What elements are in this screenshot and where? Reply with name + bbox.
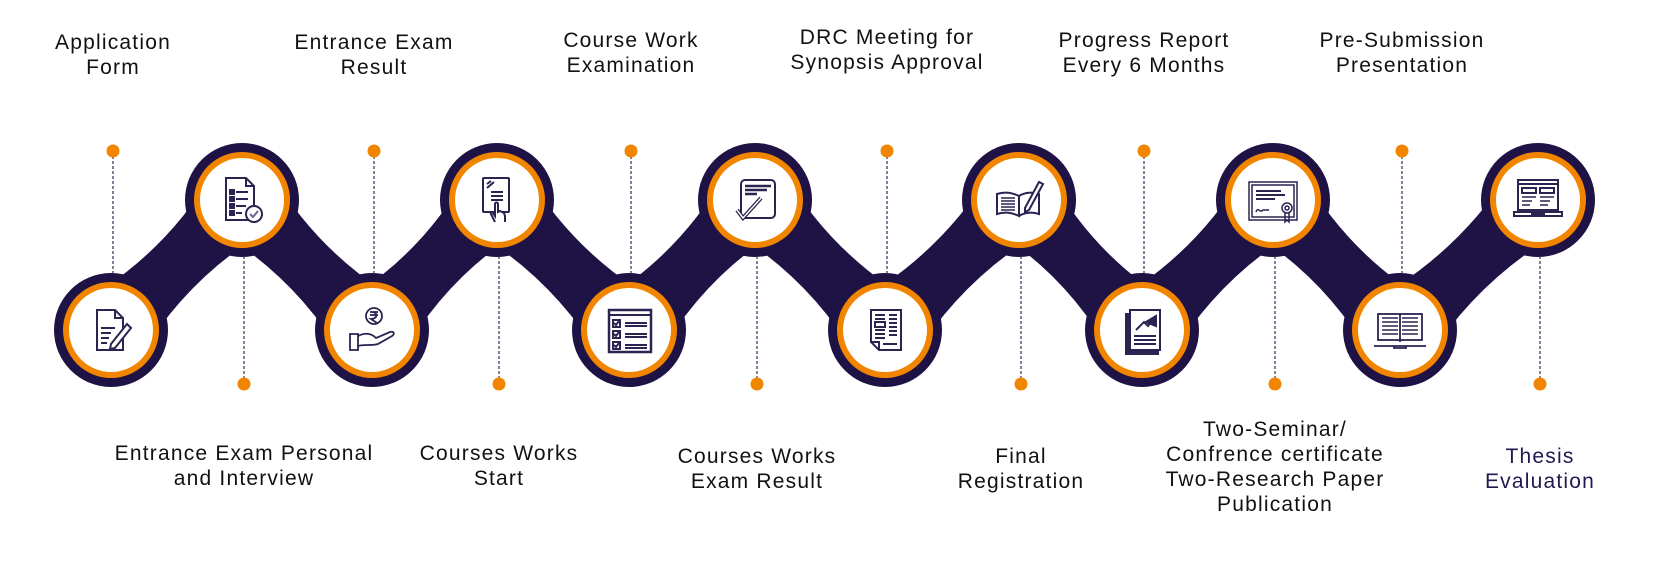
circle-inner	[713, 158, 797, 242]
step-label-final-registration: Final Registration	[957, 445, 1085, 493]
circle-inner	[330, 288, 414, 372]
circle-inner	[69, 288, 153, 372]
milestone-dot	[880, 144, 894, 158]
step-label-courses-exam-result: Courses Works Exam Result	[677, 445, 837, 493]
milestone-dot	[624, 144, 638, 158]
milestone-dot	[492, 377, 506, 391]
certificate-icon	[1245, 172, 1301, 228]
step-label-pre-submission: Pre-Submission Presentation	[1319, 29, 1485, 77]
form-edit-icon	[83, 302, 139, 358]
step-label-drc-meeting: DRC Meeting for Synopsis Approval	[790, 26, 984, 74]
laptop-screen-icon	[1510, 172, 1566, 228]
book-pen-icon	[991, 172, 1047, 228]
tablet-touch-icon	[469, 172, 525, 228]
milestone-dot	[106, 144, 120, 158]
step-label-course-examination: Course Work Examination	[563, 29, 699, 77]
milestone-dot	[1268, 377, 1282, 391]
milestone-dot	[1137, 144, 1151, 158]
milestone-dot	[367, 144, 381, 158]
step-label-progress-report: Progress Report Every 6 Months	[1058, 29, 1230, 77]
step-label-thesis-evaluation: Thesis Evaluation	[1484, 445, 1596, 493]
step-label-courses-start: Courses Works Start	[419, 442, 579, 490]
step-label-seminar-publication: Two-Seminar/ Confrence certificate Two-R…	[1165, 418, 1385, 516]
milestone-dot	[1014, 377, 1028, 391]
step-label-entrance-interview: Entrance Exam Personal and Interview	[114, 442, 374, 490]
guide-line-group	[106, 144, 1547, 391]
step-label-entrance-result: Entrance Exam Result	[294, 31, 454, 79]
newspaper-document-icon	[857, 302, 913, 358]
milestone-dot	[1533, 377, 1547, 391]
approved-document-icon	[727, 172, 783, 228]
rupee-hand-payment-icon	[344, 302, 400, 358]
checkbox-list-icon	[601, 302, 657, 358]
milestone-dot	[750, 377, 764, 391]
open-book-laptop-icon	[1372, 302, 1428, 358]
progress-report-icon	[1114, 302, 1170, 358]
step-label-application-form: Application Form	[55, 31, 171, 79]
milestone-dot	[1395, 144, 1409, 158]
milestone-dot	[237, 377, 251, 391]
checklist-document-icon	[214, 172, 270, 228]
